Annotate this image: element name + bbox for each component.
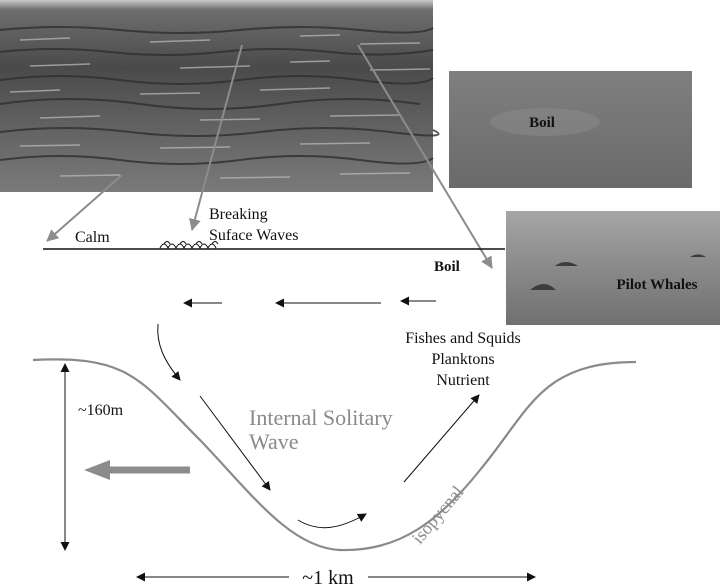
photo-pointer-arrows xyxy=(46,44,493,269)
boil-photo: Boil xyxy=(449,71,692,188)
surface-current-arrows xyxy=(183,296,436,308)
boil-photo-label: Boil xyxy=(529,115,555,131)
boil-surface-label: Boil xyxy=(434,259,460,275)
planktons-label: Planktons xyxy=(431,351,494,368)
sea-surface-photo xyxy=(0,0,440,192)
isopycnal-curve xyxy=(32,358,637,552)
whale-fin-icon xyxy=(530,284,556,290)
breaking-waves-label-2: Suface Waves xyxy=(209,227,299,244)
isopycnal-label: isopycnal xyxy=(408,482,468,548)
wave-title-line-2: Wave xyxy=(249,429,299,454)
whale-fin-icon xyxy=(690,254,706,257)
depth-label: ~160m xyxy=(78,402,124,419)
breaking-waves-label-1: Breaking xyxy=(209,206,268,223)
pilot-whales-photo: Pilot Whales xyxy=(506,211,720,325)
fishes-squids-label: Fishes and Squids xyxy=(405,330,521,347)
nutrient-label: Nutrient xyxy=(436,372,490,389)
wave-propagation-arrow xyxy=(84,460,190,480)
internal-flow-arrows xyxy=(157,323,480,529)
whale-fin-icon xyxy=(555,262,578,266)
breaking-waves-icon xyxy=(159,241,219,250)
width-label: ~1 km xyxy=(302,567,354,585)
calm-label: Calm xyxy=(75,229,110,246)
pilot-whales-label: Pilot Whales xyxy=(617,277,698,293)
wave-title-line-1: Internal Solitary xyxy=(249,405,393,430)
